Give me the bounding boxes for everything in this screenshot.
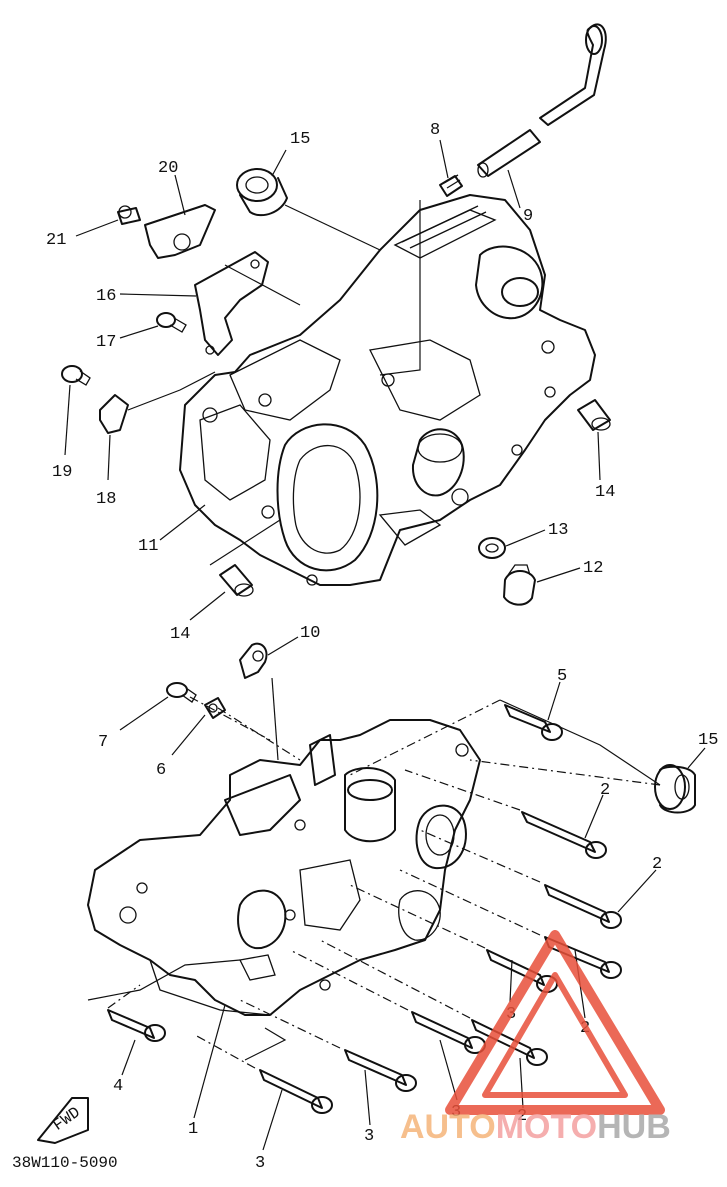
- clip-18: [99, 394, 129, 434]
- watermark-text: AUTOMOTOHUB: [400, 1108, 671, 1146]
- dowel-left: [219, 564, 254, 597]
- bolt-5: [504, 704, 563, 741]
- bolt-17: [156, 312, 187, 333]
- crankcase-lower-half: [87, 719, 481, 1016]
- diagram-code: 38W110-5090: [12, 1154, 118, 1172]
- crankcase-upper-half: [179, 194, 596, 586]
- watermark-triangle-logo: [445, 930, 665, 1115]
- washer-13: [478, 537, 506, 559]
- callout-12: 12: [583, 559, 603, 578]
- callout-14-right: 14: [595, 483, 615, 502]
- callout-1: 1: [188, 1120, 198, 1139]
- breather-hose: [477, 23, 607, 178]
- callout-2d: 2: [517, 1107, 527, 1126]
- dowel-top-right: [577, 399, 611, 431]
- callout-2b: 2: [652, 855, 662, 874]
- washer-6: [204, 697, 226, 719]
- callout-2a: 2: [600, 781, 610, 800]
- bolt-3d: [259, 1069, 333, 1114]
- bolt-2d: [471, 1019, 548, 1066]
- callout-16: 16: [96, 287, 116, 306]
- callout-9: 9: [523, 207, 533, 226]
- callout-20: 20: [158, 159, 178, 178]
- bolt-3c: [344, 1049, 417, 1092]
- bolt-2b: [544, 884, 622, 929]
- clip-10: [239, 642, 268, 679]
- callout-8: 8: [430, 121, 440, 140]
- bolt-3b: [411, 1011, 486, 1054]
- gasket: [194, 251, 269, 356]
- callout-13: 13: [548, 521, 568, 540]
- fwd-arrow-icon: FWD: [37, 1097, 89, 1144]
- plate-bracket: [117, 204, 216, 259]
- collar-lower: [654, 764, 696, 814]
- callout-15: 15: [290, 130, 310, 149]
- callout-5: 5: [557, 667, 567, 686]
- fwd-text: FWD: [50, 1103, 84, 1134]
- callout-11: 11: [138, 537, 158, 556]
- callout-7: 7: [98, 733, 108, 752]
- drain-bolt-12: [503, 564, 536, 606]
- callout-numbers: 20 21 15 8 9 16 17 19 18 11 14 13 12 14 …: [46, 121, 718, 1173]
- bolt-4: [107, 1009, 166, 1042]
- collar-top: [236, 168, 288, 217]
- screw-7: [166, 682, 197, 703]
- automotohub-watermark: AUTOMOTOHUB: [400, 930, 671, 1146]
- callout-19: 19: [52, 463, 72, 482]
- upper-leader-lines: [64, 139, 601, 621]
- assembly-lines: [87, 677, 661, 1069]
- bolt-2a: [521, 811, 607, 859]
- callout-4: 4: [113, 1077, 123, 1096]
- callout-15-lower: 15: [698, 731, 718, 750]
- callout-14-left: 14: [170, 625, 190, 644]
- callout-18: 18: [96, 490, 116, 509]
- callout-10: 10: [300, 624, 320, 643]
- lower-leader-lines: [119, 636, 706, 1151]
- callout-3c: 3: [364, 1127, 374, 1146]
- callout-21: 21: [46, 231, 66, 250]
- callout-6: 6: [156, 761, 166, 780]
- hose-fitting: [439, 174, 463, 197]
- callout-17: 17: [96, 333, 116, 352]
- bolt-19: [61, 365, 91, 386]
- callout-3d: 3: [255, 1154, 265, 1173]
